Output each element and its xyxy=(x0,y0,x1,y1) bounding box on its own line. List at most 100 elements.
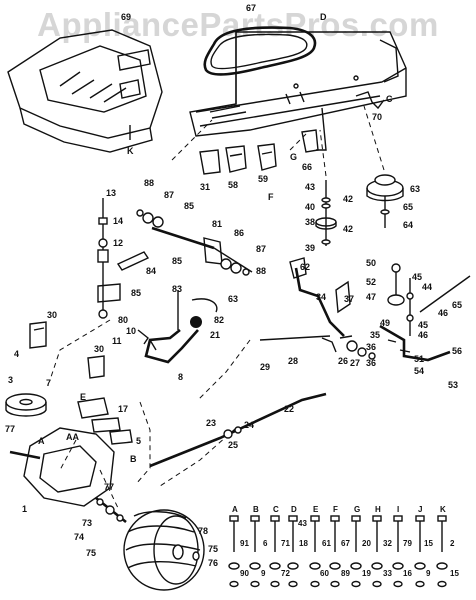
callout-29: 29 xyxy=(260,362,270,372)
callout-83: 83 xyxy=(172,284,182,294)
callout-31: 31 xyxy=(200,182,210,192)
callout-88: 88 xyxy=(144,178,154,188)
callout-77: 77 xyxy=(5,424,15,434)
hardware-part-1: 20 xyxy=(362,539,371,548)
callout-38: 38 xyxy=(305,217,315,227)
callout-1: 1 xyxy=(22,504,27,514)
callout-49: 49 xyxy=(380,318,390,328)
transaxle xyxy=(9,427,127,524)
callout-4: 4 xyxy=(14,349,19,359)
hardware-part-2: 9 xyxy=(261,569,266,578)
hardware-bolt-icon xyxy=(350,515,362,588)
callout-E: E xyxy=(80,392,86,402)
hardware-part-2: 9 xyxy=(426,569,431,578)
callout-65: 65 xyxy=(403,202,413,212)
hardware-part-1: 91 xyxy=(240,539,249,548)
control-lever-right xyxy=(379,263,471,362)
callout-85: 85 xyxy=(184,201,194,211)
hardware-part-1: 79 xyxy=(403,539,412,548)
callout-54: 54 xyxy=(414,366,424,376)
hardware-part-2: 16 xyxy=(403,569,412,578)
callout-74: 74 xyxy=(74,532,84,542)
hardware-part-1: 32 xyxy=(383,539,392,548)
tractor-frame xyxy=(189,31,407,137)
callout-45: 45 xyxy=(412,272,422,282)
callout-86: 86 xyxy=(234,228,244,238)
callout-43: 43 xyxy=(305,182,315,192)
hardware-letter: E xyxy=(313,505,319,514)
hardware-part-2: 18 xyxy=(299,539,308,548)
drag-link xyxy=(149,392,327,468)
callout-66: 66 xyxy=(302,162,312,172)
callout-62: 62 xyxy=(300,262,310,272)
hardware-I: I 79 16 xyxy=(397,505,412,578)
callout-44: 44 xyxy=(422,282,432,292)
hardware-H: H 32 33 xyxy=(375,505,392,578)
callout-56: 56 xyxy=(452,346,462,356)
callout-84: 84 xyxy=(146,266,156,276)
hardware-letter: I xyxy=(397,505,399,514)
callout-75: 75 xyxy=(208,544,218,554)
callout-73: 73 xyxy=(82,518,92,528)
hardware-part-1: 2 xyxy=(450,539,455,548)
hardware-icons xyxy=(228,515,448,588)
callout-67: 67 xyxy=(246,3,256,13)
hardware-bolt-icon xyxy=(392,515,404,588)
callout-24: 24 xyxy=(244,420,254,430)
callout-11: 11 xyxy=(112,336,122,346)
hardware-part-2: 15 xyxy=(450,569,459,578)
callout-53: 53 xyxy=(448,380,458,390)
mount-brackets xyxy=(199,107,327,175)
hardware-bolt-icon xyxy=(269,515,281,588)
steering-linkage xyxy=(137,290,218,364)
cross-shaft xyxy=(136,209,253,276)
callout-50: 50 xyxy=(366,258,376,268)
callout-26: 26 xyxy=(338,356,348,366)
callout-25: 25 xyxy=(228,440,238,450)
callout-7: 7 xyxy=(46,378,51,388)
callout-78: 78 xyxy=(198,526,208,536)
callout-F: F xyxy=(268,192,274,202)
hardware-D: D 43 18 xyxy=(291,505,308,548)
hardware-letter: D xyxy=(291,505,297,514)
hardware-part-1: 15 xyxy=(424,539,433,548)
small-brackets xyxy=(29,321,133,445)
callout-D: D xyxy=(320,12,327,22)
hardware-part-2: 60 xyxy=(320,569,329,578)
hardware-bolt-icon xyxy=(309,515,321,588)
hardware-J: J 15 9 xyxy=(418,505,433,578)
callout-3: 3 xyxy=(8,375,13,385)
callout-58: 58 xyxy=(228,180,238,190)
callout-46: 46 xyxy=(438,308,448,318)
callout-63: 63 xyxy=(228,294,238,304)
hardware-bolt-icon xyxy=(249,515,261,588)
callout-65: 65 xyxy=(452,300,462,310)
hardware-E: E 61 60 xyxy=(313,505,331,578)
callout-52: 52 xyxy=(366,277,376,287)
seat-pan-assembly xyxy=(7,29,163,153)
callout-B: B xyxy=(130,454,137,464)
callout-45: 45 xyxy=(418,320,428,330)
idler-pulley-assembly xyxy=(315,174,404,246)
callout-70: 70 xyxy=(372,112,382,122)
hardware-part-2: 89 xyxy=(341,569,350,578)
callout-37: 37 xyxy=(344,294,354,304)
callout-75: 75 xyxy=(86,548,96,558)
callout-27: 27 xyxy=(350,358,360,368)
callout-81: 81 xyxy=(212,219,222,229)
callout-labels: 69 67 D C 70 K 31 58 59 F G 66 63 43 40 … xyxy=(5,3,462,568)
hardware-bolt-icon xyxy=(414,515,426,588)
hardware-letter: F xyxy=(333,505,338,514)
hardware-part-1: 43 xyxy=(298,519,307,528)
hardware-part-2: 72 xyxy=(281,569,290,578)
hardware-F: F 67 89 xyxy=(333,505,350,578)
callout-21: 21 xyxy=(210,330,220,340)
callout-85: 85 xyxy=(172,256,182,266)
hardware-bolt-icon xyxy=(436,515,448,588)
callout-69: 69 xyxy=(121,12,131,22)
hardware-letter: C xyxy=(273,505,279,514)
callout-10: 10 xyxy=(126,326,136,336)
hardware-part-1: 71 xyxy=(281,539,290,548)
callout-14: 14 xyxy=(113,216,123,226)
